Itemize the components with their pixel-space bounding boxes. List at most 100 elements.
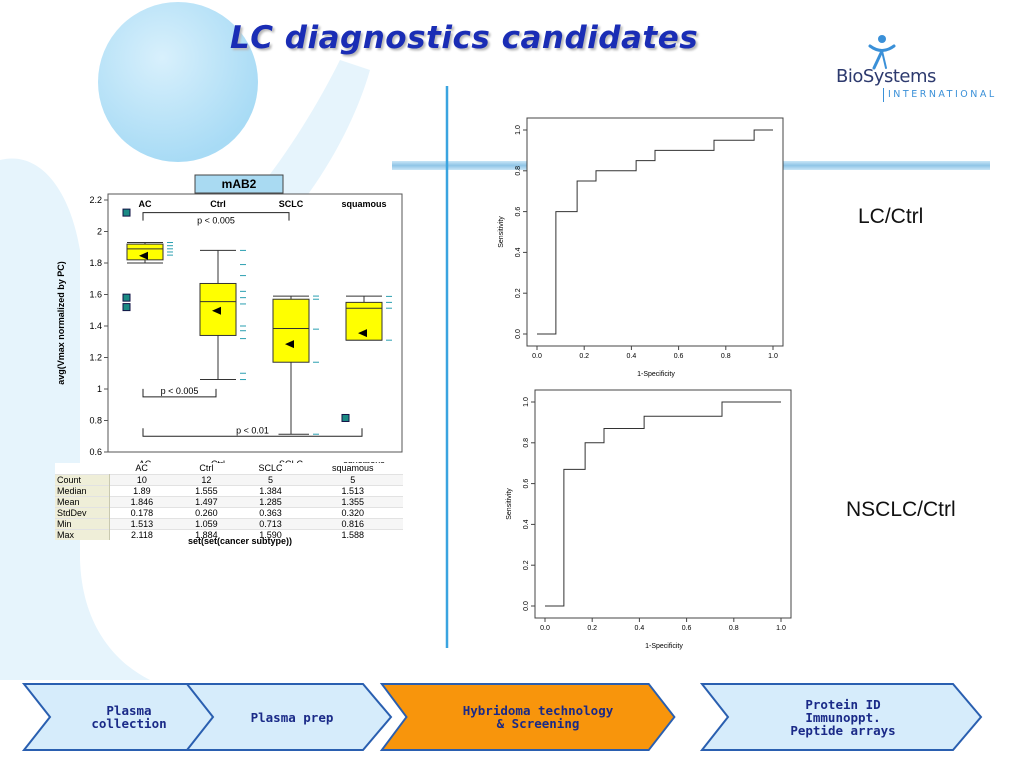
step-label: Hybridoma technology & Screening xyxy=(462,703,614,731)
x-tick-label: 0.8 xyxy=(721,353,731,360)
y-tick-label: 0.2 xyxy=(515,288,522,298)
stats-cell: 1.884 xyxy=(174,528,239,540)
x-tick-label: 0.6 xyxy=(682,625,692,632)
y-axis-label: Sensitivity xyxy=(506,488,513,520)
box-mean-marker xyxy=(285,340,294,349)
x-tick-label: 1.0 xyxy=(768,353,778,360)
stats-row-label: Count xyxy=(55,473,110,485)
x-tick-label: 0.4 xyxy=(635,625,645,632)
stats-cell: 0.178 xyxy=(109,506,175,518)
significance-bracket xyxy=(142,212,290,221)
roc-label-lc-ctrl: LC/Ctrl xyxy=(858,205,924,228)
category-label: squamous xyxy=(343,459,385,465)
stats-cell: 1.513 xyxy=(109,517,175,529)
slide-title: LC diagnostics candidates xyxy=(230,20,699,56)
y-tick-label: 0.8 xyxy=(523,438,530,448)
significance-bracket xyxy=(142,428,363,437)
logo-sub-text: INTERNATIONAL xyxy=(888,89,997,100)
step-arrow-shape xyxy=(699,683,983,751)
stats-row-label: Min xyxy=(55,517,110,529)
decor-swoosh xyxy=(0,158,150,680)
roc-label-nsclc-ctrl: NSCLC/Ctrl xyxy=(846,498,956,521)
stats-cell: 1.555 xyxy=(174,484,239,496)
y-axis-label: avg(Vmax normalized by PC) xyxy=(56,261,66,385)
stats-column-header: SCLC xyxy=(258,463,283,474)
stats-cell: 1.513 xyxy=(302,484,403,496)
y-tick-label: 1 xyxy=(97,384,102,394)
y-tick-label: 0.0 xyxy=(515,329,522,339)
significance-label: p < 0.005 xyxy=(197,216,235,226)
y-axis-label: Sensitivity xyxy=(498,216,505,248)
stats-cell: 1.588 xyxy=(302,528,403,540)
outlier-point xyxy=(122,293,131,302)
step-plasma-prep[interactable]: Plasma prep xyxy=(183,682,398,752)
stats-cell: 1.285 xyxy=(238,495,303,507)
category-header: SCLC xyxy=(279,199,304,209)
stats-row-label: Max xyxy=(55,528,110,540)
x-tick-label: 0.0 xyxy=(540,625,550,632)
step-hybridoma-screening[interactable]: Hybridoma technology & Screening xyxy=(378,682,678,752)
stats-cell: 0.816 xyxy=(302,517,403,529)
box-mean-marker xyxy=(358,329,367,338)
outlier-point xyxy=(122,208,131,217)
x-axis-label: 1-Specificity xyxy=(637,371,675,378)
significance-bracket xyxy=(142,388,217,398)
y-tick-label: 0.2 xyxy=(523,560,530,570)
box-mean-marker xyxy=(212,306,221,315)
x-tick-label: 0.2 xyxy=(579,353,589,360)
significance-label: p < 0.005 xyxy=(161,386,199,396)
category-label: Ctrl xyxy=(211,459,225,465)
stats-cell: 1.590 xyxy=(238,528,303,540)
logo-figure-icon xyxy=(868,35,896,70)
x-tick-label: 0.6 xyxy=(674,353,684,360)
boxplot-x-label: set(set(cancer subtype)) xyxy=(187,536,293,546)
outlier-point xyxy=(122,303,131,312)
x-tick-label: 0.2 xyxy=(587,625,597,632)
step-label: Plasma prep xyxy=(250,709,334,725)
logo-divider xyxy=(883,88,884,102)
workflow-steps: Plasma collection Plasma prep Hybridoma … xyxy=(20,682,1010,752)
stats-cell: 5 xyxy=(238,473,303,485)
stats-row-label: Mean xyxy=(55,495,110,507)
roc-chart-lc-ctrl: 0.00.00.20.20.40.40.60.60.80.81.01.01-Sp… xyxy=(498,117,784,378)
y-tick-label: 2 xyxy=(97,227,102,237)
x-tick-label: 0.0 xyxy=(532,353,542,360)
significance-label: p < 0.01 xyxy=(236,425,269,435)
outlier-point xyxy=(341,413,350,422)
category-label: AC xyxy=(139,459,152,465)
stats-cell: 0.260 xyxy=(174,506,239,518)
step-protein-id[interactable]: Protein ID Immunoppt. Peptide arrays xyxy=(698,682,988,752)
stats-cell: 0.320 xyxy=(302,506,403,518)
category-header: squamous xyxy=(341,199,386,209)
category-header: Ctrl xyxy=(210,199,226,209)
box-SCLC xyxy=(272,298,310,363)
y-tick-label: 1.4 xyxy=(89,321,102,331)
x-tick-label: 1.0 xyxy=(776,625,786,632)
stats-cell: 1.355 xyxy=(302,495,403,507)
logo-main-text: BioSystems xyxy=(836,66,936,87)
stats-cell: 10 xyxy=(109,473,175,485)
boxplot-title: mAB2 xyxy=(222,177,257,191)
step-label: Protein ID Immunoppt. Peptide arrays xyxy=(790,696,896,738)
y-tick-label: 1.0 xyxy=(515,125,522,135)
roc-curve xyxy=(545,401,781,607)
annotation-bg xyxy=(153,384,206,396)
step-arrow-shape xyxy=(379,683,676,751)
roc-chart-nsclc-ctrl: 0.00.00.20.20.40.40.60.60.80.81.01.01-Sp… xyxy=(506,389,792,650)
roc-frame xyxy=(534,389,792,619)
category-header: AC xyxy=(139,199,152,209)
y-tick-label: 0.0 xyxy=(523,601,530,611)
y-tick-label: 0.6 xyxy=(523,479,530,489)
y-tick-label: 0.8 xyxy=(515,166,522,176)
x-tick-label: 0.4 xyxy=(627,353,637,360)
roc-curve xyxy=(537,129,773,335)
stats-corner xyxy=(55,463,109,474)
stats-row-label: StdDev xyxy=(55,506,110,518)
